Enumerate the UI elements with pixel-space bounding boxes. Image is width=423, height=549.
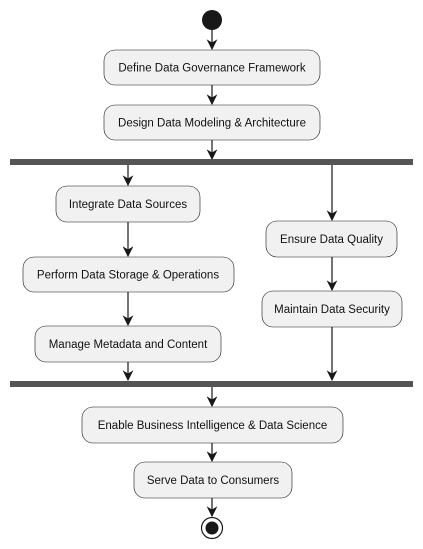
node-maintain-security: Maintain Data Security <box>261 290 403 328</box>
node-maintain-security-label: Maintain Data Security <box>274 304 390 316</box>
node-design-modeling-label: Design Data Modeling & Architecture <box>118 118 306 130</box>
node-enable-bi: Enable Business Intelligence & Data Scie… <box>81 406 344 444</box>
node-define-governance: Define Data Governance Framework <box>103 49 321 86</box>
node-serve-data-label: Serve Data to Consumers <box>147 475 280 487</box>
edges <box>122 30 338 518</box>
node-manage-metadata-label: Manage Metadata and Content <box>49 339 208 351</box>
fork-bar <box>10 159 413 165</box>
end-node <box>200 516 224 540</box>
node-define-governance-label: Define Data Governance Framework <box>118 63 306 75</box>
node-ensure-quality: Ensure Data Quality <box>265 220 398 258</box>
node-enable-bi-label: Enable Business Intelligence & Data Scie… <box>98 420 328 432</box>
join-bar <box>10 381 413 387</box>
node-manage-metadata: Manage Metadata and Content <box>34 325 222 363</box>
start-node <box>202 10 222 30</box>
node-integrate-sources-label: Integrate Data Sources <box>69 199 188 211</box>
node-integrate-sources: Integrate Data Sources <box>55 185 201 223</box>
node-design-modeling: Design Data Modeling & Architecture <box>103 104 321 141</box>
node-perform-storage-label: Perform Data Storage & Operations <box>37 270 219 282</box>
node-ensure-quality-label: Ensure Data Quality <box>280 234 383 246</box>
node-perform-storage: Perform Data Storage & Operations <box>22 256 235 293</box>
node-serve-data: Serve Data to Consumers <box>133 461 293 499</box>
